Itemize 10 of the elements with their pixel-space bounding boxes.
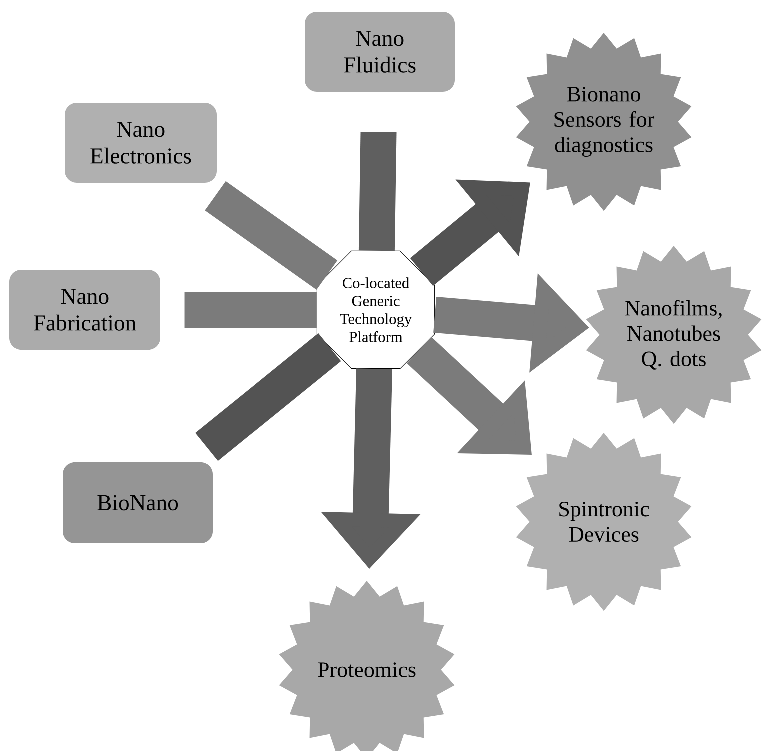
rounded-box: Nano Fluidics bbox=[305, 12, 455, 92]
octagon: Co-located Generic Technology Platform bbox=[316, 250, 436, 370]
starburst: Bionano Sensors for diagnostics bbox=[516, 32, 692, 212]
connector-bar bbox=[358, 132, 397, 252]
starburst: Spintronic Devices bbox=[516, 432, 692, 612]
rounded-box: BioNano bbox=[63, 462, 213, 544]
starburst: Nanofilms, Nanotubes Q. dots bbox=[586, 246, 762, 424]
rounded-box: Nano Fabrication bbox=[10, 270, 160, 350]
rounded-box: Nano Electronics bbox=[65, 103, 217, 183]
starburst: Proteomics bbox=[279, 580, 455, 751]
